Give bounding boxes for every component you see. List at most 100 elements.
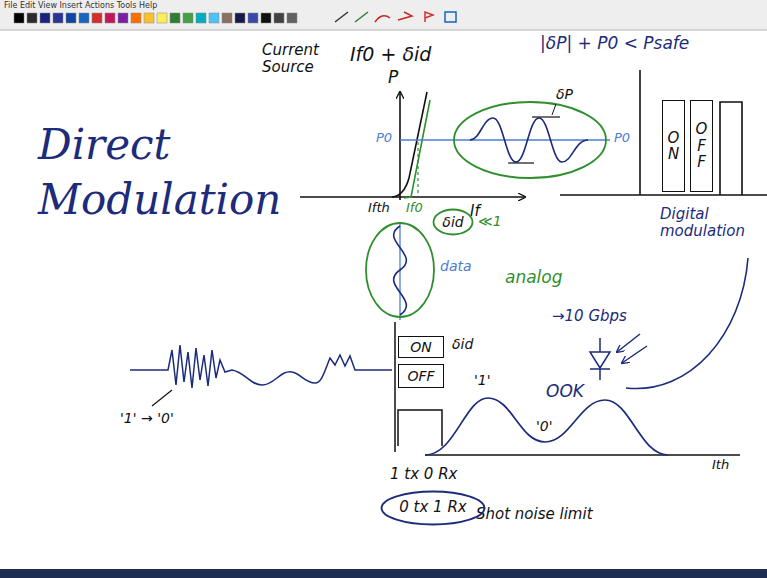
handwritten-label: P0 [614, 131, 630, 146]
noisy-signal [130, 345, 392, 388]
node-text: ON [666, 130, 681, 163]
handwritten-label: 1 tx 0 Rx [390, 466, 457, 483]
handwritten-label: Digital modulation [660, 206, 756, 241]
pen-icon [375, 16, 390, 22]
swatch [118, 13, 128, 23]
handwritten-label: OOK [546, 382, 584, 402]
handwritten-label: If0 + δid [350, 44, 431, 66]
state-box: ON [662, 100, 685, 192]
circled-note: δid [432, 208, 474, 236]
toolbar-ground [0, 0, 767, 30]
dp-bracket [532, 116, 560, 117]
light-arrow [622, 346, 647, 363]
received-pulses [425, 398, 668, 455]
laser-pi-curve-green [404, 100, 430, 198]
pen-icon [445, 12, 456, 22]
on-off-stack [395, 322, 442, 452]
state-box: ON [398, 336, 444, 358]
swatch [79, 13, 89, 23]
handwritten-label: ≪1 [478, 213, 502, 229]
handwritten-label: Ith [712, 458, 729, 473]
noisy-waveform [130, 345, 392, 406]
swatch [131, 13, 141, 23]
handwritten-label: P0 [376, 131, 392, 146]
data-ellipse [366, 223, 434, 317]
pulse [398, 410, 442, 446]
handwritten-label: Shot noise limit [476, 506, 593, 523]
swatch [53, 13, 63, 23]
handwritten-label: Direct Modulation [38, 118, 300, 227]
dp-bracket [508, 162, 534, 163]
pen-tools [335, 12, 456, 22]
handwritten-label: If0 [406, 201, 423, 216]
node-text: OFF [694, 121, 709, 171]
swatch [222, 13, 232, 23]
toolbar-edge [0, 30, 767, 31]
circled-note: 0 tx 1 Rx [380, 490, 486, 526]
power-axis [399, 92, 401, 200]
wave-ellipse [454, 102, 606, 178]
swatch [105, 13, 115, 23]
handwritten-label: Ifth [368, 201, 390, 216]
lead [599, 338, 601, 352]
stack-axis [394, 322, 396, 452]
handwritten-label: |δP| + P0 < Psafe [540, 34, 689, 54]
node-text: OFF [407, 368, 434, 384]
drive-current-sketch [366, 222, 434, 320]
swatch [287, 13, 297, 23]
pen-icon [398, 12, 412, 20]
pi-curve-graph [300, 92, 610, 200]
current-axis [300, 196, 525, 198]
swatch [209, 13, 219, 23]
handwritten-label: analog [505, 268, 563, 288]
data-current-wave [394, 226, 407, 315]
swatch [66, 13, 76, 23]
state-box: OFF [398, 364, 444, 388]
swatch [235, 13, 245, 23]
time-axis [560, 194, 767, 196]
handwritten-label: '1' [474, 372, 491, 388]
photodiode-symbol [590, 334, 647, 380]
taskbar [0, 569, 767, 578]
digital-waveform [560, 70, 767, 389]
swatch [144, 13, 154, 23]
optical-power-wave [470, 118, 588, 162]
handwritten-label: P [388, 68, 398, 88]
node-ellipse [434, 210, 473, 235]
light-arrow [617, 334, 640, 352]
handwritten-label: δP [556, 86, 573, 102]
node-text: δid [442, 214, 463, 230]
pen-icon [355, 12, 368, 22]
node-ellipse [382, 492, 485, 525]
swatch [157, 13, 167, 23]
swatch [92, 13, 102, 23]
leader-line [152, 390, 172, 406]
swatch [261, 13, 271, 23]
link-curve [626, 258, 748, 389]
swatch [27, 13, 37, 23]
node-text: 0 tx 1 Rx [399, 499, 466, 516]
swatch [248, 13, 258, 23]
lead [599, 369, 601, 380]
swatch [196, 13, 206, 23]
swatch [274, 13, 284, 23]
bias-dropline [417, 142, 418, 196]
dp-leader [552, 104, 556, 115]
state-box: OFF [690, 100, 713, 192]
handwritten-label: '0' [536, 418, 553, 434]
ook-sketch [425, 398, 740, 455]
pulse [720, 102, 742, 195]
handwritten-label: →10 Gbps [552, 308, 627, 325]
toolbar [0, 0, 767, 30]
handwritten-label: data [440, 258, 472, 274]
swatch [170, 13, 180, 23]
power-axis [639, 70, 641, 195]
handwritten-label: δid [452, 336, 473, 352]
handwritten-label: File Edit View Insert Actions Tools Help [4, 1, 157, 10]
node-text: ON [410, 339, 432, 355]
threshold-line [425, 454, 740, 456]
diode-triangle [590, 352, 610, 368]
swatch [14, 13, 24, 23]
